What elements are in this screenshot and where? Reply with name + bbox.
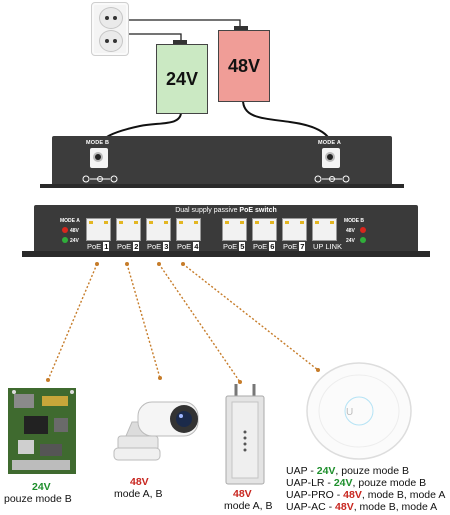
right-24v-label: 24V — [346, 238, 355, 244]
psu-48v-connector — [234, 26, 248, 30]
camera-mode: mode A, B — [114, 488, 163, 500]
box-base — [40, 184, 404, 188]
rj45-port-icon[interactable] — [282, 218, 307, 241]
ac-wire-48v — [114, 19, 241, 30]
left-mode-label: MODE A — [60, 218, 80, 224]
rj45-port-icon[interactable] — [146, 218, 171, 241]
port-label-2: PoE 2 — [117, 242, 140, 251]
uap-lr-item: UAP-LR - 24V, pouze mode B — [286, 477, 427, 489]
poe-link-1 — [47, 263, 98, 381]
left-24v-label: 24V — [70, 238, 79, 244]
dc-polarity-icon — [82, 175, 118, 183]
socket-icon — [99, 7, 123, 29]
power-supply-48v: 48V — [218, 30, 270, 102]
rj45-port-icon[interactable] — [252, 218, 277, 241]
port-label-7: PoE 7 — [283, 242, 306, 251]
switch-base — [22, 251, 430, 257]
uap-model-list: UAP - 24V, pouze mode B UAP-LR - 24V, po… — [286, 465, 445, 513]
right-48v-label: 48V — [346, 228, 355, 234]
mode-a-label: MODE A — [318, 140, 341, 146]
unifi-ap-icon: U — [306, 362, 412, 460]
routerboard-voltage: 24V — [32, 481, 51, 493]
dc-jack-icon — [90, 148, 108, 168]
power-supply-24v: 24V — [156, 44, 208, 114]
camera-icon — [113, 401, 199, 461]
mode-input-box: MODE B MODE A — [52, 136, 392, 188]
psu-24v-connector — [173, 40, 187, 44]
rj45-port-icon[interactable] — [86, 218, 111, 241]
port-label-1: PoE 1 — [87, 242, 110, 251]
poe-link-4 — [182, 263, 319, 371]
routerboard-mode: pouze mode B — [4, 493, 72, 505]
port-label-4: PoE 4 — [177, 242, 200, 251]
dc-polarity-icon — [314, 175, 350, 183]
uap-item: UAP - 24V, pouze mode B — [286, 465, 409, 477]
poe-link-3 — [158, 263, 241, 383]
port-label-5: PoE 5 — [223, 242, 246, 251]
switch-title: Dual supply passive PoE switch — [175, 207, 277, 214]
psu-48v-label: 48V — [227, 55, 261, 76]
socket-icon — [99, 30, 123, 52]
ap-outdoor-mode: mode A, B — [224, 500, 273, 512]
led-icon — [360, 227, 366, 233]
poe-link-2 — [126, 263, 161, 379]
led-icon — [360, 237, 366, 243]
port-label-6: PoE 6 — [253, 242, 276, 251]
psu-24v-label: 24V — [165, 68, 199, 89]
rj45-port-icon[interactable] — [312, 218, 337, 241]
rj45-port-icon[interactable] — [222, 218, 247, 241]
right-mode-label: MODE B — [344, 218, 364, 224]
led-icon — [62, 227, 68, 233]
rj45-port-icon[interactable] — [176, 218, 201, 241]
outdoor-ap-icon — [225, 384, 265, 485]
port-label-uplink: UP LINK — [313, 242, 343, 251]
led-icon — [62, 237, 68, 243]
ap-outdoor-voltage: 48V — [233, 488, 252, 500]
rj45-port-icon[interactable] — [116, 218, 141, 241]
uap-ac-item: UAP-AC - 48V, mode B, mode A — [286, 501, 438, 513]
camera-voltage: 48V — [130, 476, 149, 488]
routerboard-icon — [8, 388, 76, 474]
uap-pro-item: UAP-PRO - 48V, mode B, mode A — [286, 489, 446, 501]
mode-b-label: MODE B — [86, 140, 110, 146]
wall-outlet-icon — [91, 2, 129, 56]
svg-text:U: U — [346, 407, 353, 418]
port-label-3: PoE 3 — [147, 242, 170, 251]
dc-jack-icon — [322, 148, 340, 168]
left-48v-label: 48V — [70, 228, 79, 234]
poe-switch: Dual supply passive PoE switch MODE A 48… — [34, 205, 418, 255]
